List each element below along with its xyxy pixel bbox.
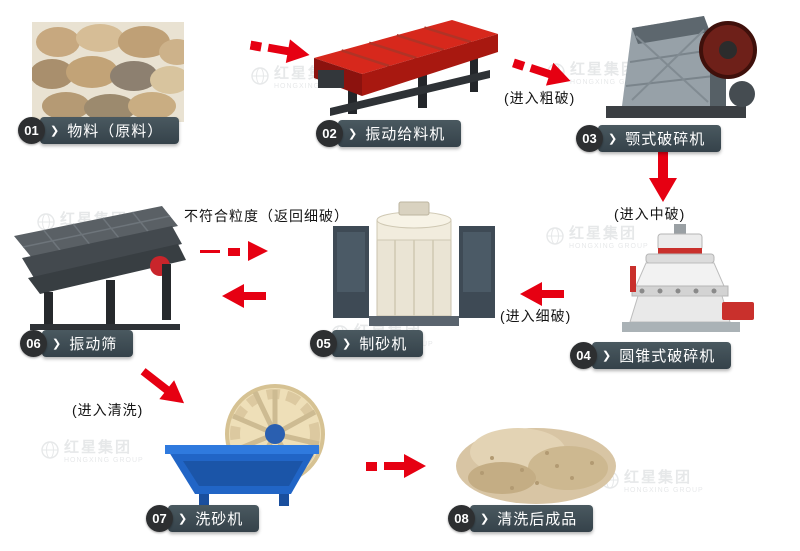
step-label: ❯洗砂机 bbox=[168, 505, 260, 532]
finished-sand-image bbox=[456, 428, 616, 504]
arrow-left-04-05 bbox=[520, 282, 564, 306]
step-caption-vibrating-feeder: 02 ❯振动给料机 bbox=[316, 120, 462, 147]
step-number-badge: 03 bbox=[576, 125, 603, 152]
step-label: ❯圆锥式破碎机 bbox=[592, 342, 732, 369]
step-label: ❯振动筛 bbox=[42, 330, 134, 357]
chevron-icon: ❯ bbox=[342, 338, 353, 350]
chevron-icon: ❯ bbox=[602, 350, 613, 362]
step-label: ❯振动给料机 bbox=[338, 120, 462, 147]
step-caption-cone-crusher: 04 ❯圆锥式破碎机 bbox=[570, 342, 732, 369]
annotation-return-to-fine-crushing: 不符合粒度（返回细破） bbox=[184, 208, 349, 224]
step-number-badge: 04 bbox=[570, 342, 597, 369]
step-number-badge: 02 bbox=[316, 120, 343, 147]
step-caption-sand-maker: 05 ❯制砂机 bbox=[310, 330, 424, 357]
chevron-icon: ❯ bbox=[50, 125, 61, 137]
annotation-to-washing: (进入清洗) bbox=[72, 402, 144, 418]
step-label: ❯制砂机 bbox=[332, 330, 424, 357]
step-number-badge: 08 bbox=[448, 505, 475, 532]
chevron-icon: ❯ bbox=[178, 513, 189, 525]
step-caption-vibrating-screen: 06 ❯振动筛 bbox=[20, 330, 134, 357]
annotation-to-coarse-crushing: (进入粗破) bbox=[504, 90, 576, 106]
cone-crusher-image bbox=[622, 224, 754, 332]
arrow-right-01-02 bbox=[249, 39, 310, 64]
step-number-badge: 01 bbox=[18, 117, 45, 144]
jaw-crusher-image bbox=[606, 16, 757, 118]
arrow-right-07-08 bbox=[366, 454, 426, 478]
annotation-to-medium-crushing: (进入中破) bbox=[614, 206, 686, 222]
globe-icon bbox=[251, 67, 269, 85]
step-caption-finished-product: 08 ❯清洗后成品 bbox=[448, 505, 594, 532]
step-caption-raw-material: 01 ❯物料（原料） bbox=[18, 117, 180, 144]
arrow-dashed-return-to-sand-maker bbox=[200, 241, 268, 261]
annotation-to-fine-crushing: (进入细破) bbox=[500, 308, 572, 324]
arrow-diagonal-06-07 bbox=[140, 368, 185, 404]
vibrating-screen-image bbox=[14, 206, 186, 330]
globe-icon bbox=[41, 441, 59, 459]
step-label: ❯物料（原料） bbox=[40, 117, 180, 144]
step-number-badge: 05 bbox=[310, 330, 337, 357]
step-number-badge: 06 bbox=[20, 330, 47, 357]
chevron-icon: ❯ bbox=[608, 133, 619, 145]
step-label: ❯清洗后成品 bbox=[470, 505, 594, 532]
chevron-icon: ❯ bbox=[480, 513, 491, 525]
arrow-right-02-03 bbox=[511, 58, 571, 86]
arrow-left-05-06 bbox=[222, 284, 266, 308]
step-label: ❯颚式破碎机 bbox=[598, 125, 722, 152]
arrow-down-03-04 bbox=[649, 150, 677, 202]
sand-maker-image bbox=[333, 201, 495, 326]
chevron-icon: ❯ bbox=[348, 128, 359, 140]
step-caption-jaw-crusher: 03 ❯颚式破碎机 bbox=[576, 125, 722, 152]
chevron-icon: ❯ bbox=[52, 338, 63, 350]
raw-material-image bbox=[32, 22, 184, 122]
vibrating-feeder-image bbox=[314, 20, 498, 116]
globe-icon bbox=[546, 227, 564, 245]
step-caption-sand-washer: 07 ❯洗砂机 bbox=[146, 505, 260, 532]
step-number-badge: 07 bbox=[146, 505, 173, 532]
sand-washer-image bbox=[165, 384, 325, 506]
